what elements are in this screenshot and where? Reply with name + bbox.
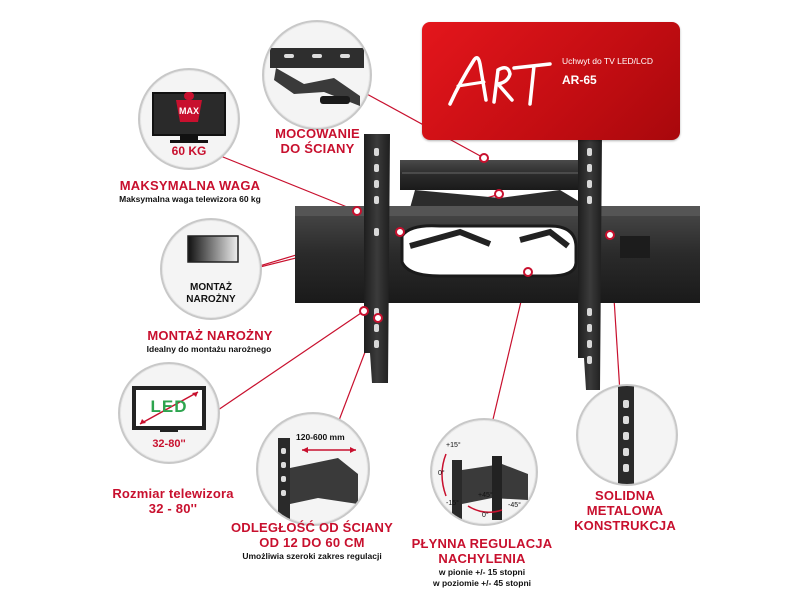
construction-title-line3: KONSTRUKCJA xyxy=(574,518,676,533)
size-point-dot xyxy=(359,306,369,316)
connector-size xyxy=(217,310,365,411)
construction-title: SOLIDNA METALOWA KONSTRUKCJA xyxy=(560,488,690,533)
weight-point-dot xyxy=(352,206,362,216)
size-circle: LED 32-80'' xyxy=(118,362,220,464)
corner-point-dot-2 xyxy=(494,189,504,199)
art-logo-icon xyxy=(448,56,552,106)
tilt-subtitle: w pionie +/- 15 stopni w poziomie +/- 45… xyxy=(402,567,562,589)
angle-left: +45° xyxy=(478,492,493,499)
art-logo xyxy=(442,42,562,122)
tilt-title: PŁYNNA REGULACJA NACHYLENIA xyxy=(402,536,562,566)
tilt-detail-icon xyxy=(441,453,528,520)
corner-subtitle: Idealny do montażu narożnego xyxy=(146,344,272,354)
construction-circle xyxy=(576,384,678,486)
tilt-point-dot xyxy=(523,267,533,277)
tilt-title-line2: NACHYLENIA xyxy=(438,551,526,566)
connector-weight xyxy=(217,154,358,212)
distance-title-line1: ODLEGŁOŚĆ OD ŚCIANY xyxy=(231,520,393,535)
mount-point-dot xyxy=(479,153,489,163)
distance-title-line2: OD 12 DO 60 CM xyxy=(259,535,365,550)
size-title: Rozmiar telewizora 32 - 80'' xyxy=(88,486,258,516)
angle-up: +15° xyxy=(446,442,461,449)
distance-circle: 120-600 mm xyxy=(256,412,370,526)
max-badge: MAX xyxy=(179,106,199,116)
corner-mount-icon xyxy=(187,235,239,263)
distance-detail-icon xyxy=(278,438,358,524)
angle-zero-h: 0° xyxy=(482,512,489,519)
led-tv-icon xyxy=(132,386,206,432)
construction-detail-icon xyxy=(618,386,634,484)
weight-subtitle: Maksymalna waga telewizora 60 kg xyxy=(119,194,261,204)
construction-title-line1: SOLIDNA xyxy=(595,488,655,503)
size-title-line1: Rozmiar telewizora xyxy=(112,486,234,501)
weight-circle: MAX 60 KG xyxy=(138,68,240,170)
tilt-subtitle-line1: w pionie +/- 15 stopni xyxy=(438,567,526,577)
size-range: 32-80'' xyxy=(152,438,186,450)
mounting-detail-icon xyxy=(270,48,364,106)
mounting-title-line2: DO ŚCIANY xyxy=(280,141,355,156)
corner-point-dot xyxy=(395,227,405,237)
model-number: AR-65 xyxy=(562,73,597,87)
construction-title-line2: METALOWA xyxy=(586,503,664,518)
weight-title: MAKSYMALNA WAGA xyxy=(119,178,261,193)
led-text: LED xyxy=(150,397,188,416)
angle-down: -15° xyxy=(446,500,459,507)
distance-subtitle: Umożliwia szeroki zakres regulacji xyxy=(242,551,382,561)
tilt-title-line1: PŁYNNA REGULACJA xyxy=(411,536,553,551)
corner-badge: MONTAŻ NAROŻNY xyxy=(162,282,260,306)
corner-circle: MONTAŻ NAROŻNY xyxy=(160,218,262,320)
angle-zero-v: 0° xyxy=(438,470,445,477)
product-line: Uchwyt do TV LED/LCD xyxy=(562,56,654,66)
size-title-line2: 32 - 80'' xyxy=(148,501,198,516)
mounting-circle xyxy=(262,20,372,130)
angle-right: -45° xyxy=(508,502,521,509)
brand-banner: Uchwyt do TV LED/LCD AR-65 xyxy=(422,22,680,140)
corner-title: MONTAŻ NAROŻNY xyxy=(147,328,273,343)
weight-value: 60 KG xyxy=(171,144,207,158)
tv-weight-icon xyxy=(152,92,226,143)
distance-title: ODLEGŁOŚĆ OD ŚCIANY OD 12 DO 60 CM xyxy=(212,520,412,550)
distance-measure: 120-600 mm xyxy=(296,432,345,442)
construction-point-dot xyxy=(605,230,615,240)
mounting-title: MOCOWANIE DO ŚCIANY xyxy=(250,126,385,156)
distance-point-dot xyxy=(373,313,383,323)
corner-badge-line2: NAROŻNY xyxy=(186,294,236,305)
mounting-title-line1: MOCOWANIE xyxy=(275,126,360,141)
corner-badge-line1: MONTAŻ xyxy=(189,282,233,293)
wall-mount-image xyxy=(295,134,700,390)
tilt-subtitle-line2: w poziomie +/- 45 stopni xyxy=(433,578,531,588)
tilt-circle: +15° 0° -15° +45° 0° -45° xyxy=(430,418,538,526)
